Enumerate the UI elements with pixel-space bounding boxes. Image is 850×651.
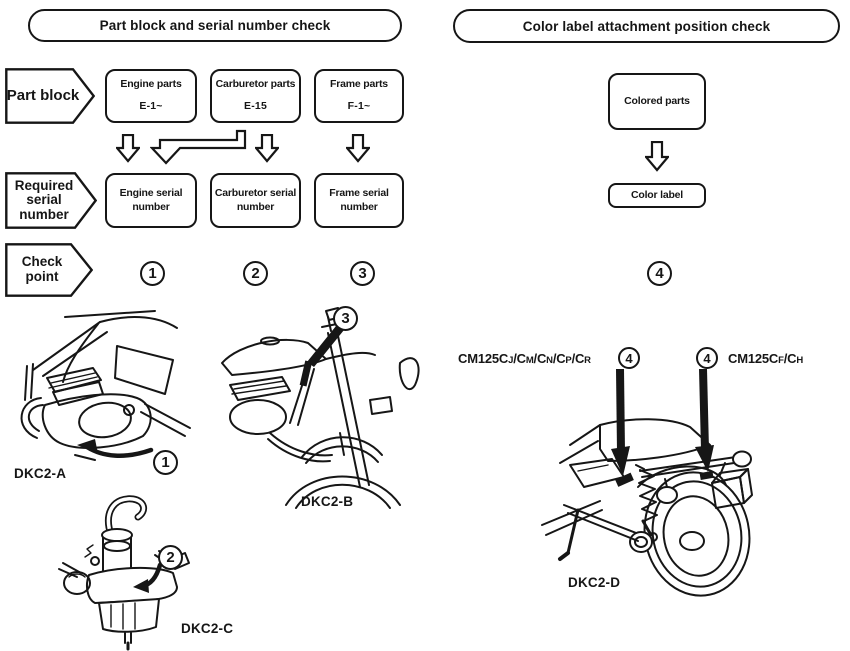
figure-b-label: DKC2-B: [301, 494, 354, 509]
figure-a-label: DKC2-A: [14, 466, 67, 481]
carburetor-parts-code: E-15: [244, 100, 267, 112]
carburetor-parts-box: Carburetor parts E-15: [210, 69, 301, 123]
figure-a-callout-num: 1: [161, 454, 170, 471]
check-point-4-badge: 4: [647, 261, 672, 286]
figure-c-callout-num: 2: [166, 549, 175, 566]
frame-serial-label: Frame serial number: [329, 186, 389, 213]
engine-parts-title: Engine parts: [120, 78, 182, 91]
model-left-callout-num: 4: [625, 350, 633, 366]
part-block-row-label-text: Part block: [6, 86, 80, 104]
figure-b-callout-num: 3: [341, 310, 350, 327]
check-point-4-num: 4: [655, 265, 664, 282]
figure-c-callout-badge: 2: [158, 545, 183, 570]
check-point-3-badge: 3: [350, 261, 375, 286]
model-codes-cj-cr: CM125CJ/CM/CN/CP/CR: [458, 351, 591, 366]
flag-shape: [5, 68, 95, 124]
right-panel-header: Color label attachment position check: [453, 9, 840, 43]
carburetor-illustration: [58, 495, 190, 651]
model-codes-cf-ch: CM125CF/CH: [728, 351, 803, 366]
carburetor-parts-title: Carburetor parts: [215, 78, 296, 91]
figure-d-label: DKC2-D: [568, 575, 621, 590]
figure-b-callout-badge: 3: [333, 306, 358, 331]
rear-motorcycle-illustration: [541, 418, 753, 597]
figure-c-label: DKC2-C: [181, 621, 234, 636]
down-arrow-icon: [645, 141, 669, 172]
left-panel-header-text: Part block and serial number check: [99, 18, 331, 33]
check-point-1-badge: 1: [140, 261, 165, 286]
right-panel-header-text: Color label attachment position check: [522, 18, 771, 34]
left-panel-header: Part block and serial number check: [28, 9, 402, 42]
check-point-row-label-text: Check point: [21, 254, 63, 284]
color-label-label: Color label: [630, 188, 684, 201]
engine-illustration: [20, 310, 191, 461]
down-arrow-icon: [255, 134, 279, 163]
model-right-callout-badge: 4: [696, 347, 718, 369]
bent-arrow-icon: [150, 129, 247, 165]
engine-serial-label: Engine serial number: [119, 186, 183, 213]
engine-parts-code: E-1~: [139, 100, 163, 112]
model-left-callout-badge: 4: [618, 347, 640, 369]
engine-parts-box: Engine parts E-1~: [105, 69, 197, 123]
check-point-2-num: 2: [251, 265, 260, 282]
down-arrow-icon: [346, 134, 370, 163]
required-serial-row-label: Required serial number: [5, 172, 97, 229]
model-right-callout-num: 4: [703, 350, 711, 366]
flag-shape: [5, 172, 97, 229]
check-point-1-num: 1: [148, 265, 157, 282]
flag-shape: [5, 243, 93, 297]
check-point-3-num: 3: [358, 265, 367, 282]
check-point-2-badge: 2: [243, 261, 268, 286]
part-block-row-label: Part block: [5, 68, 95, 124]
carburetor-serial-label: Carburetor serial number: [214, 186, 297, 213]
engine-serial-box: Engine serial number: [105, 173, 197, 228]
check-point-row-label: Check point: [5, 243, 93, 297]
frame-front-illustration: [221, 307, 420, 509]
label-pointer-arrows: [611, 369, 714, 476]
color-label-box: Color label: [608, 183, 706, 208]
colored-parts-label: Colored parts: [624, 94, 690, 107]
down-arrow-icon: [116, 134, 140, 163]
frame-parts-code: F-1~: [347, 100, 371, 112]
frame-parts-title: Frame parts: [330, 78, 388, 91]
figure-a-callout-badge: 1: [153, 450, 178, 475]
colored-parts-box: Colored parts: [608, 73, 706, 130]
required-serial-row-label-text: Required serial number: [14, 177, 74, 222]
carburetor-serial-box: Carburetor serial number: [210, 173, 301, 228]
frame-serial-box: Frame serial number: [314, 173, 404, 228]
frame-parts-box: Frame parts F-1~: [314, 69, 404, 123]
